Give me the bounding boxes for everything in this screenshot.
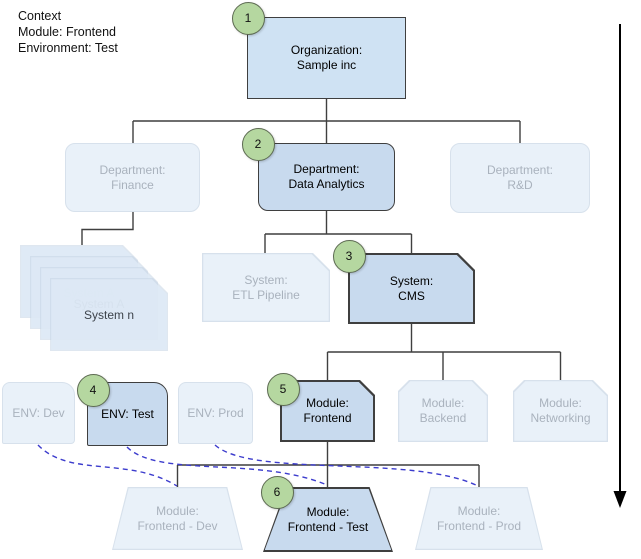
node-system-cms[interactable]: System: CMS bbox=[348, 253, 475, 324]
node-frontend-test-label-2: Frontend - Test bbox=[287, 519, 369, 534]
node-analytics-label-1: Department: bbox=[293, 162, 360, 176]
node-module-frontend-label-1: Module: bbox=[306, 396, 349, 410]
step-badge-1-number: 1 bbox=[244, 11, 252, 25]
context-annotation: Context Module: Frontend Environment: Te… bbox=[18, 8, 118, 56]
node-cms-label-1: System: bbox=[389, 273, 434, 288]
step-badge-6: 6 bbox=[260, 475, 294, 509]
step-badge-5-number: 5 bbox=[279, 382, 287, 396]
node-module-backend[interactable]: Module: Backend bbox=[398, 380, 488, 442]
node-etl-label-2: ETL Pipeline bbox=[232, 287, 300, 302]
node-department-rnd[interactable]: Department: R&D bbox=[450, 143, 590, 213]
context-module-line: Module: Frontend bbox=[18, 25, 116, 39]
node-analytics-label-2: Data Analytics bbox=[288, 177, 365, 191]
node-module-networking-label-2: Networking bbox=[530, 411, 591, 425]
node-module-networking[interactable]: Module: Networking bbox=[513, 380, 608, 442]
context-heading: Context bbox=[18, 9, 62, 23]
node-env-dev-label: ENV: Dev bbox=[12, 405, 65, 420]
node-system-etl-pipeline[interactable]: System: ETL Pipeline bbox=[202, 253, 330, 322]
arrowhead-icon bbox=[613, 491, 627, 508]
connector-frontend-to-deployments bbox=[176, 442, 480, 487]
context-environment-line: Environment: Test bbox=[18, 41, 118, 55]
node-frontend-dev-label-2: Frontend - Dev bbox=[137, 518, 218, 533]
node-cms-label-2: CMS bbox=[398, 288, 425, 303]
dashed-link-env-test bbox=[126, 446, 328, 486]
node-module-frontend-dev[interactable]: Module: Frontend - Dev bbox=[112, 487, 243, 550]
connector-org-to-departments bbox=[132, 99, 521, 143]
dashed-link-env-prod bbox=[214, 444, 479, 487]
step-badge-4: 4 bbox=[76, 373, 110, 407]
node-env-dev[interactable]: ENV: Dev bbox=[2, 382, 75, 444]
node-module-networking-label-1: Module: bbox=[539, 396, 582, 410]
node-department-data-analytics[interactable]: Department: Data Analytics bbox=[258, 143, 395, 211]
step-badge-2: 2 bbox=[241, 127, 275, 161]
connector-cms-to-modules bbox=[326, 324, 562, 380]
node-env-prod-label: ENV: Prod bbox=[187, 405, 244, 420]
node-env-prod[interactable]: ENV: Prod bbox=[178, 382, 253, 444]
node-organization-label-2: Sample inc bbox=[296, 58, 357, 72]
node-organization-label-1: Organization: bbox=[290, 43, 363, 57]
node-frontend-prod-label-2: Frontend - Prod bbox=[436, 518, 522, 533]
node-organization[interactable]: Organization: Sample inc bbox=[247, 17, 406, 99]
timeline-arrow bbox=[613, 24, 627, 508]
dashed-link-env-dev bbox=[37, 444, 178, 487]
node-module-frontend-label-2: Frontend bbox=[303, 411, 352, 425]
step-badge-1: 1 bbox=[231, 1, 265, 35]
node-department-finance[interactable]: Department: Finance bbox=[65, 143, 200, 212]
node-frontend-prod-label-1: Module: bbox=[457, 503, 501, 518]
step-badge-6-number: 6 bbox=[273, 485, 281, 499]
node-frontend-dev-label-1: Module: bbox=[156, 503, 199, 518]
step-badge-4-number: 4 bbox=[89, 383, 97, 397]
system-stack-card-4[interactable]: System n bbox=[50, 278, 168, 351]
node-module-backend-label-1: Module: bbox=[421, 396, 465, 410]
node-module-backend-label-2: Backend bbox=[419, 411, 467, 425]
step-badge-2-number: 2 bbox=[254, 137, 262, 151]
node-env-test-label: ENV: Test bbox=[101, 406, 154, 421]
step-badge-3-number: 3 bbox=[345, 249, 353, 263]
node-module-frontend-prod[interactable]: Module: Frontend - Prod bbox=[415, 487, 543, 550]
node-finance-label-2: Finance bbox=[111, 177, 154, 192]
node-etl-label-1: System: bbox=[244, 272, 288, 287]
step-badge-3: 3 bbox=[332, 239, 366, 273]
node-frontend-test-label-1: Module: bbox=[306, 504, 350, 519]
node-rnd-label-2: R&D bbox=[507, 178, 533, 192]
node-rnd-label-1: Department: bbox=[486, 163, 554, 177]
connector-finance-to-system-stack bbox=[81, 212, 134, 245]
system-stack-label-4: System n bbox=[83, 307, 134, 322]
step-badge-5: 5 bbox=[266, 372, 300, 406]
node-finance-label-1: Department: bbox=[99, 162, 166, 177]
